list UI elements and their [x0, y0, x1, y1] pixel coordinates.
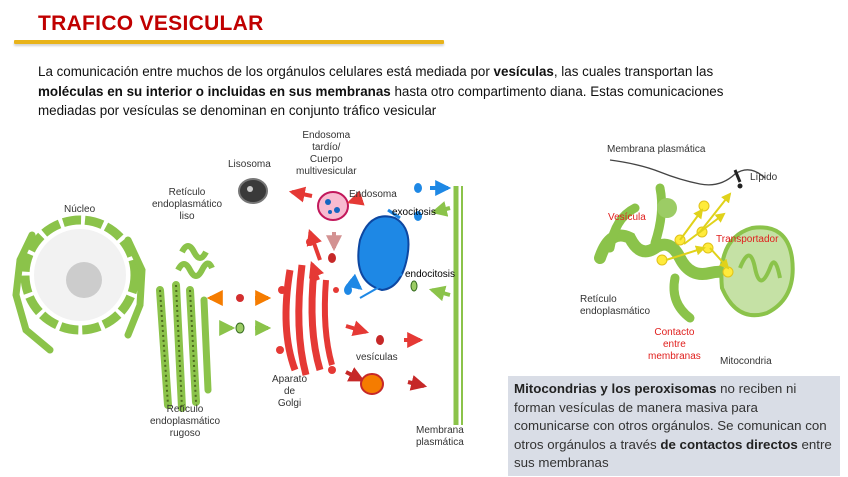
- label-membrana-plasmatica: Membrana plasmática: [607, 144, 705, 156]
- label-lipido: Lípido: [750, 172, 777, 184]
- label-smooth-er-line3: liso: [180, 211, 195, 222]
- label-vesicula: Vesícula: [608, 212, 646, 224]
- label-nucleo: Núcleo: [64, 204, 95, 216]
- label-rough-er-line2: endoplasmático: [150, 416, 220, 427]
- label-transportador: Transportador: [716, 234, 778, 246]
- vesicle-shape: [657, 198, 677, 218]
- label-vesicles: vesículas: [356, 352, 398, 364]
- label-exocytosis: exocitosis: [392, 207, 436, 219]
- title-underline: [14, 40, 444, 44]
- label-reticulo-line2: endoplasmático: [580, 306, 650, 317]
- label-contacto-line1: Contacto: [654, 327, 694, 338]
- label-smooth-er-line1: Retículo: [169, 187, 206, 198]
- intro-bold-1: vesículas: [494, 64, 554, 79]
- late-endosome: [318, 192, 348, 220]
- label-late-endosome-line3: Cuerpo: [310, 154, 343, 165]
- intro-paragraph: La comunicación entre muchos de los orgá…: [38, 62, 768, 121]
- label-mitocondria: Mitocondria: [720, 356, 772, 368]
- smooth-er: [178, 246, 212, 276]
- label-plasma-membrane-line2: plasmática: [416, 437, 464, 448]
- label-golgi-line1: Aparato: [272, 374, 307, 385]
- label-late-endosome-line2: tardío/: [312, 142, 340, 153]
- info-bold-2: de contactos directos: [660, 437, 797, 452]
- label-contacto-line2: entre: [663, 339, 686, 350]
- label-reticulo-line1: Retículo: [580, 294, 617, 305]
- endosome: [358, 216, 408, 290]
- label-smooth-er: Retículo endoplasmático liso: [152, 187, 222, 223]
- lysosome: [239, 179, 267, 203]
- nucleus: [16, 220, 142, 350]
- label-rough-er: Retículo endoplasmático rugoso: [150, 404, 220, 440]
- intro-text-2: , las cuales transportan las: [554, 64, 713, 79]
- vesicular-traffic-diagram: [10, 140, 490, 470]
- label-plasma-membrane: Membrana plasmática: [416, 425, 464, 449]
- label-lysosome: Lisosoma: [228, 159, 271, 171]
- label-smooth-er-line2: endoplasmático: [152, 199, 222, 210]
- label-endocytosis: endocitosis: [405, 269, 455, 281]
- label-contacto-line3: membranas: [648, 351, 701, 362]
- label-plasma-membrane-line1: Membrana: [416, 425, 464, 436]
- label-late-endosome-line1: Endosoma: [302, 130, 350, 141]
- label-late-endosome-line4: multivesicular: [296, 166, 357, 177]
- label-golgi-line2: de: [284, 386, 295, 397]
- label-rough-er-line1: Retículo: [167, 404, 204, 415]
- golgi-apparatus: [276, 265, 339, 375]
- secretory-vesicle: [361, 374, 383, 394]
- label-contacto: Contacto entre membranas: [648, 327, 701, 363]
- rough-er: [160, 285, 208, 408]
- plasma-membrane-line: [610, 160, 765, 185]
- info-bold-1: Mitocondrias y los peroxisomas: [514, 381, 716, 396]
- label-golgi-line3: Golgi: [278, 398, 301, 409]
- intro-text-1: La comunicación entre muchos de los orgá…: [38, 64, 494, 79]
- intro-bold-2: moléculas en su interior o incluidas en …: [38, 84, 391, 99]
- label-endosome: Endosoma: [349, 189, 397, 201]
- mitochondria-info-box: Mitocondrias y los peroxisomas no recibe…: [508, 376, 840, 476]
- slide-title: TRAFICO VESICULAR: [38, 12, 264, 36]
- label-golgi: Aparato de Golgi: [272, 374, 307, 410]
- label-late-endosome: Endosoma tardío/ Cuerpo multivesicular: [296, 130, 357, 178]
- label-rough-er-line3: rugoso: [170, 428, 201, 439]
- label-reticulo: Retículo endoplasmático: [580, 294, 650, 318]
